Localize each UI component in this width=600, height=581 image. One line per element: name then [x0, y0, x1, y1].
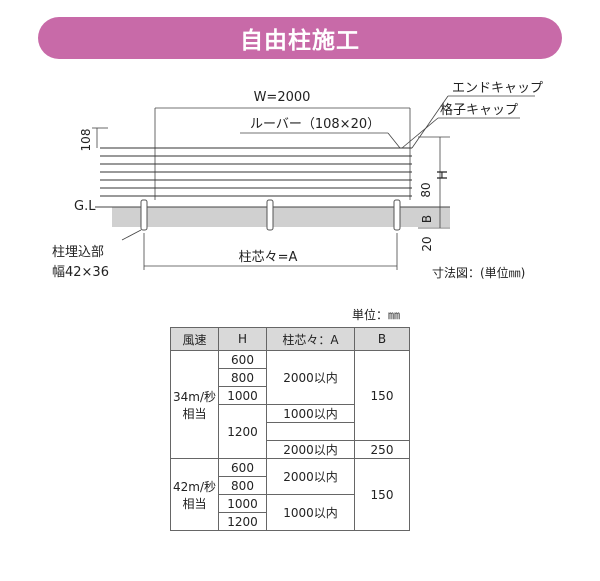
wind-cell: 42m/秒相当: [170, 458, 219, 531]
lattice-cap-label: 格子キャップ: [440, 102, 518, 118]
lattice-cap-leader: [401, 117, 439, 149]
pitch-cell: 2000以内: [266, 350, 355, 405]
posts: [140, 199, 401, 231]
table-header-row: 風速 H 柱芯々：A B: [170, 327, 410, 351]
embed-leader: [121, 229, 142, 241]
dim-note-label: 寸法図：(単位㎜): [432, 265, 525, 280]
pitch-label: 柱芯々=A: [239, 250, 298, 265]
table-row: 1000 1000以内: [171, 494, 410, 531]
page-title: 自由柱施工: [240, 28, 360, 54]
pitch-cell: 1000以内: [266, 404, 355, 423]
table-row: 2000以内 250: [171, 440, 410, 459]
pitch-cell-spacer: [266, 422, 355, 441]
header-b: B: [354, 327, 410, 351]
dim-80-label: 80: [419, 182, 433, 197]
header-wind: 風速: [170, 327, 219, 351]
pitch-cell: 2000以内: [266, 440, 355, 459]
wind-cell: 34m/秒相当: [170, 350, 219, 459]
table-row: 800: [171, 368, 410, 387]
height-label: H: [436, 170, 451, 180]
h-cell: 800: [218, 368, 267, 387]
louver-lines: [100, 147, 412, 197]
b-cell: 150: [354, 458, 410, 531]
louver-label: ルーバー（108×20）: [250, 117, 380, 132]
spec-table: 風速 H 柱芯々：A B 34m/秒相当 600 2000以内 150 800 …: [170, 327, 410, 531]
table-row: 1200: [171, 512, 410, 531]
header-h: H: [218, 327, 267, 351]
b-cell: 250: [354, 440, 410, 459]
table-row: 34m/秒相当 600 2000以内 150: [170, 350, 410, 459]
end-cap-label: エンドキャップ: [452, 81, 543, 96]
h-cell: 1000: [218, 494, 267, 513]
ground-band: [112, 207, 450, 227]
table-row: 1200 1000以内: [171, 404, 410, 459]
header-pitch: 柱芯々：A: [266, 327, 355, 351]
dim-20-label: 20: [420, 236, 434, 251]
louver-height-label: 108: [79, 129, 93, 152]
h-cell: 1000: [218, 386, 267, 405]
table-unit-note: 単位：㎜: [352, 308, 401, 322]
fence-dimension-drawing: 108 H 80 B 20 W=2000 ルーバー（108×20） エンドキャッ…: [52, 81, 543, 280]
h-cell: 800: [218, 476, 267, 495]
h-cell: 1200: [218, 512, 267, 531]
end-cap-leader: [411, 95, 449, 149]
b-cell: 150: [354, 350, 410, 441]
table-row: 42m/秒相当 600 2000以内 150: [170, 458, 410, 531]
title-banner: 自由柱施工: [38, 17, 562, 59]
width-label: W=2000: [254, 90, 311, 105]
h-cell: 600: [218, 458, 267, 477]
gl-label: G.L: [74, 199, 96, 214]
h-cell: 1200: [218, 404, 267, 459]
h-cell: 600: [218, 350, 267, 369]
embed-size-label: 幅42×36: [52, 265, 109, 280]
pitch-cell: 1000以内: [266, 494, 355, 531]
pitch-cell: 2000以内: [266, 458, 355, 495]
b-label: B: [420, 215, 434, 223]
embed-title-label: 柱埋込部: [52, 245, 104, 260]
